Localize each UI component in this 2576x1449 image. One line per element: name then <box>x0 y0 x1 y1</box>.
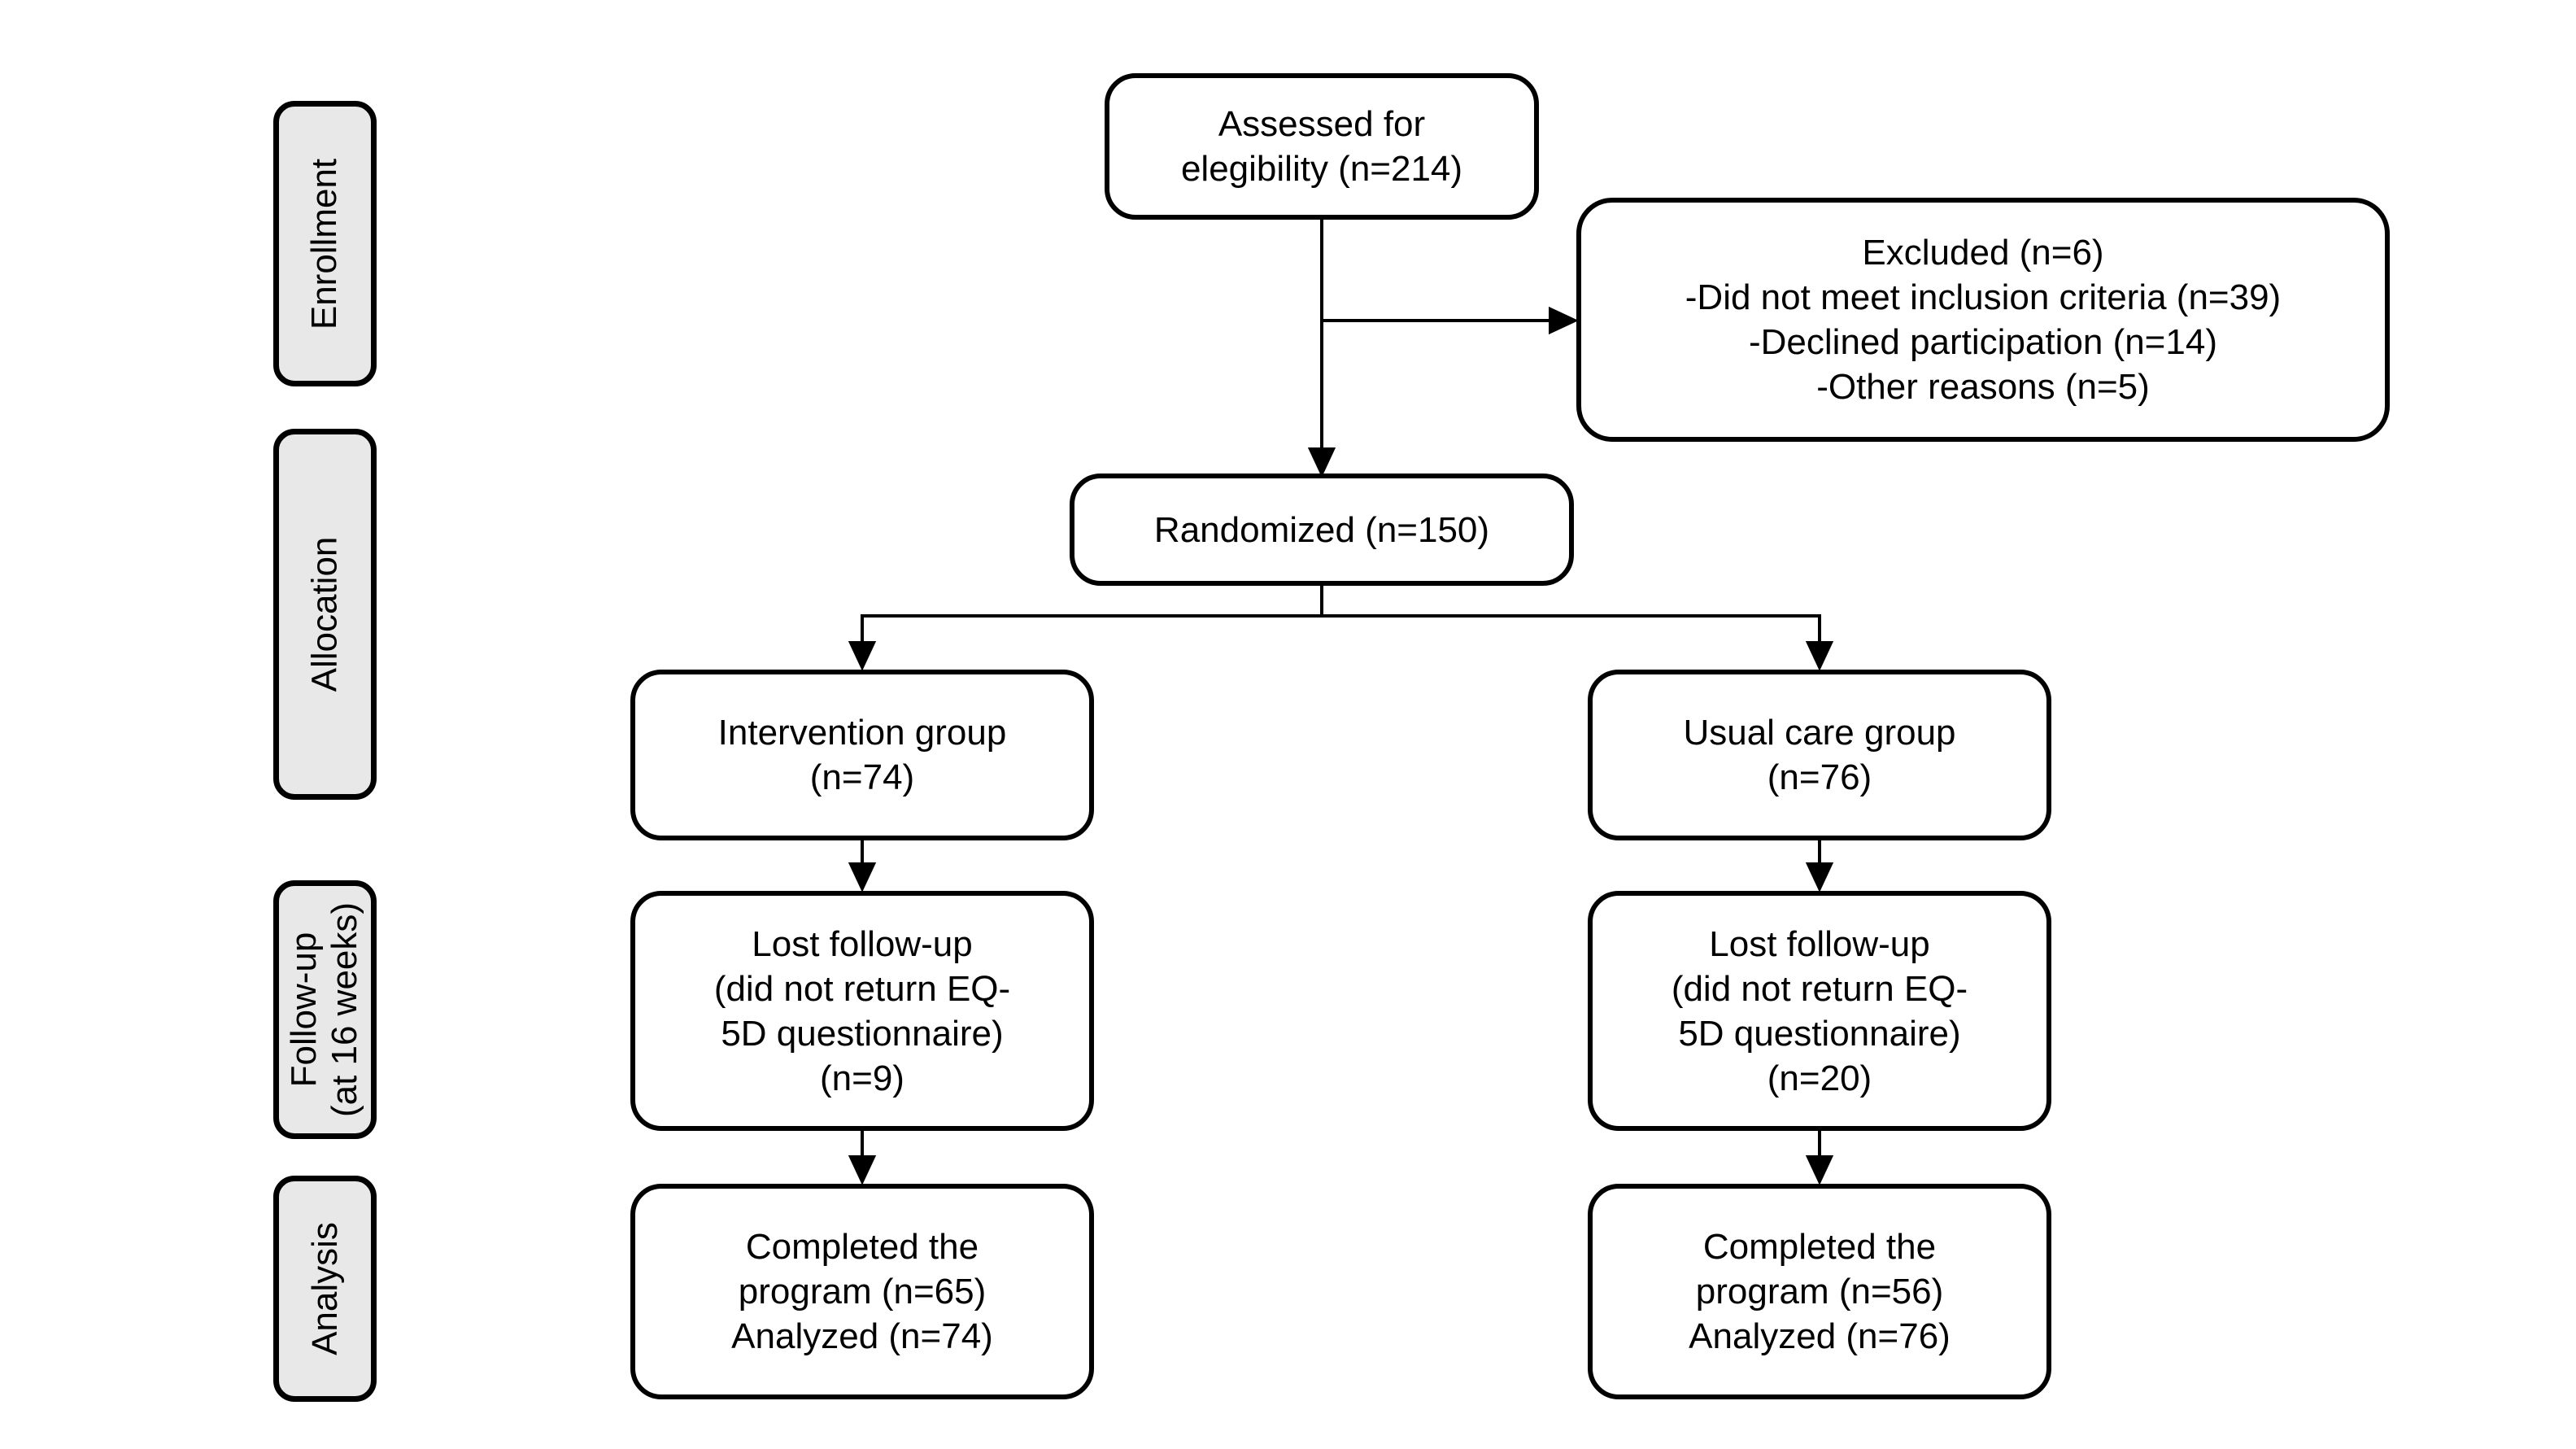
box-usual-care-group: Usual care group (n=76) <box>1588 670 2051 840</box>
box-randomized-text: Randomized (n=150) <box>1140 508 1504 552</box>
arrowhead-lost-left <box>848 862 877 893</box>
intervention-line-1: Intervention group <box>717 713 1007 753</box>
excluded-line-1: Excluded (n=6) <box>1862 233 2104 273</box>
box-intervention-group-text: Intervention group (n=74) <box>704 710 1022 800</box>
lost-usual-line-3: 5D questionnaire) <box>1678 1013 1961 1054</box>
arrowhead-completed-left <box>848 1155 877 1185</box>
box-completed-intervention-text: Completed the program (n=65) Analyzed (n… <box>717 1224 1008 1359</box>
stage-followup: Follow-up (at 16 weeks) <box>273 880 377 1139</box>
stage-allocation-text: Allocation <box>304 536 345 692</box>
stage-followup-label: Follow-up (at 16 weeks) <box>285 902 366 1117</box>
arrowhead-completed-right <box>1805 1155 1834 1185</box>
usual-care-line-1: Usual care group <box>1683 713 1956 753</box>
completed-usual-line-3: Analyzed (n=76) <box>1689 1316 1951 1356</box>
box-completed-usual-care: Completed the program (n=56) Analyzed (n… <box>1588 1184 2051 1399</box>
completed-usual-line-1: Completed the <box>1702 1227 1937 1267</box>
box-randomized: Randomized (n=150) <box>1070 474 1574 586</box>
lost-usual-line-1: Lost follow-up <box>1709 923 1930 964</box>
excluded-line-4: -Other reasons (n=5) <box>1816 367 2150 407</box>
lost-intervention-line-2: (did not return EQ- <box>713 968 1011 1009</box>
stage-allocation: Allocation <box>273 429 377 800</box>
box-completed-usual-care-text: Completed the program (n=56) Analyzed (n… <box>1674 1224 1965 1359</box>
box-assessed-eligibility-text: Assessed for elegibility (n=214) <box>1166 102 1477 191</box>
lost-intervention-line-1: Lost follow-up <box>752 923 973 964</box>
box-intervention-group: Intervention group (n=74) <box>630 670 1094 840</box>
lost-intervention-line-4: (n=9) <box>820 1058 904 1098</box>
stage-followup-text-line2: (at 16 weeks) <box>325 901 365 1118</box>
box-lost-followup-usual-care-text: Lost follow-up (did not return EQ- 5D qu… <box>1657 922 1982 1101</box>
box-excluded-text: Excluded (n=6) -Did not meet inclusion c… <box>1671 230 2295 409</box>
box-usual-care-group-text: Usual care group (n=76) <box>1668 710 1970 800</box>
usual-care-line-2: (n=76) <box>1767 757 1872 797</box>
stage-followup-text-line1: Follow-up <box>284 932 325 1088</box>
assessed-line-2: elegibility (n=214) <box>1180 149 1463 189</box>
completed-intervention-line-1: Completed the <box>745 1227 979 1267</box>
completed-intervention-line-3: Analyzed (n=74) <box>731 1316 993 1356</box>
excluded-line-2: -Did not meet inclusion criteria (n=39) <box>1685 277 2282 317</box>
randomized-line-1: Randomized (n=150) <box>1153 509 1490 550</box>
stage-analysis-text: Analysis <box>304 1222 345 1355</box>
box-lost-followup-usual-care: Lost follow-up (did not return EQ- 5D qu… <box>1588 891 2051 1131</box>
intervention-line-2: (n=74) <box>809 757 915 797</box>
lost-usual-line-4: (n=20) <box>1767 1058 1872 1098</box>
completed-usual-line-2: program (n=56) <box>1695 1272 1944 1312</box>
arrowhead-lost-right <box>1805 862 1834 893</box>
box-lost-followup-intervention-text: Lost follow-up (did not return EQ- 5D qu… <box>700 922 1025 1101</box>
box-completed-intervention: Completed the program (n=65) Analyzed (n… <box>630 1184 1094 1399</box>
lost-intervention-line-3: 5D questionnaire) <box>721 1013 1004 1054</box>
stage-analysis: Analysis <box>273 1176 377 1402</box>
stage-allocation-label: Allocation <box>305 537 346 692</box>
box-lost-followup-intervention: Lost follow-up (did not return EQ- 5D qu… <box>630 891 1094 1131</box>
box-excluded: Excluded (n=6) -Did not meet inclusion c… <box>1576 198 2390 442</box>
excluded-line-3: -Declined participation (n=14) <box>1749 322 2217 362</box>
completed-intervention-line-2: program (n=65) <box>738 1272 987 1312</box>
arrowhead-intervention <box>848 641 877 671</box>
assessed-line-1: Assessed for <box>1218 104 1426 144</box>
stage-enrollment: Enrollment <box>273 101 377 386</box>
stage-analysis-label: Analysis <box>305 1222 346 1355</box>
stage-enrollment-text: Enrollment <box>304 158 345 330</box>
stage-enrollment-label: Enrollment <box>305 158 346 329</box>
box-assessed-eligibility: Assessed for elegibility (n=214) <box>1105 73 1539 220</box>
arrowhead-randomized <box>1307 447 1336 478</box>
arrowhead-excluded <box>1549 306 1579 335</box>
arrowhead-usual-care <box>1805 641 1834 671</box>
lost-usual-line-2: (did not return EQ- <box>1671 968 1968 1009</box>
